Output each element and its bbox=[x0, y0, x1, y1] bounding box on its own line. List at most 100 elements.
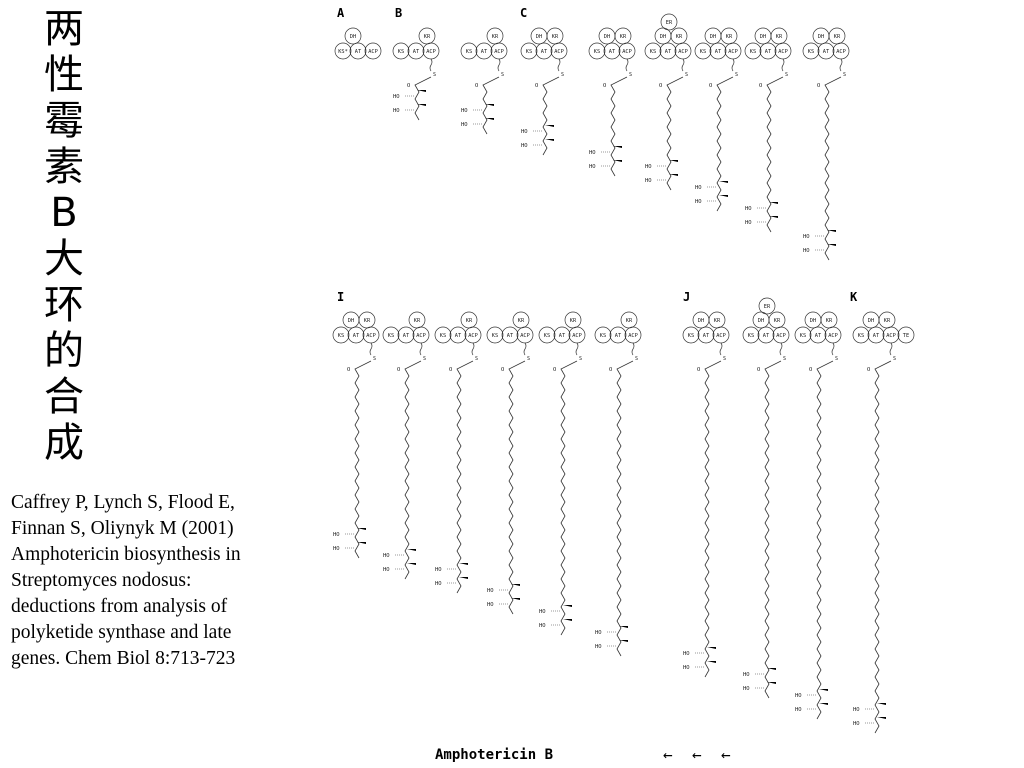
methyl-wedge bbox=[459, 577, 468, 579]
domain-circle bbox=[520, 42, 538, 60]
thioester-s-label: S bbox=[735, 72, 738, 78]
domain-circle bbox=[347, 326, 365, 344]
hydroxyl-label: HO bbox=[595, 644, 602, 650]
linker-arm bbox=[681, 58, 685, 72]
linker-arm bbox=[557, 58, 561, 72]
domain-label-at: AT bbox=[823, 49, 830, 55]
domain-circle bbox=[878, 311, 896, 329]
domain-label-ks: KS bbox=[544, 333, 550, 339]
methyl-wedge bbox=[357, 542, 366, 544]
carbonyl-o-label: O bbox=[817, 83, 820, 89]
methyl-wedge bbox=[669, 160, 678, 162]
hydroxyl-label: HO bbox=[435, 567, 442, 573]
domain-circle bbox=[382, 326, 400, 344]
domain-circle bbox=[897, 326, 915, 344]
hydroxyl-label: HO bbox=[853, 707, 860, 713]
methyl-wedge bbox=[511, 598, 520, 600]
thioester-s-label: S bbox=[501, 72, 504, 78]
methyl-wedge bbox=[511, 584, 520, 586]
domain-label-at: AT bbox=[541, 49, 548, 55]
chain-backbone bbox=[666, 76, 684, 191]
hydroxyl-label: HO bbox=[333, 546, 340, 552]
domain-circle bbox=[757, 326, 775, 344]
domain-circle bbox=[475, 42, 493, 60]
domain-circle bbox=[820, 311, 838, 329]
chain-backbone bbox=[414, 76, 432, 121]
domain-circle bbox=[794, 326, 812, 344]
domain-label-ks: KS bbox=[808, 49, 814, 55]
domain-circle bbox=[694, 42, 712, 60]
domain-circle bbox=[418, 27, 436, 45]
direction-arrow: ← bbox=[721, 745, 731, 764]
thioester-s-label: S bbox=[561, 72, 564, 78]
domain-label-dh: DH bbox=[758, 318, 764, 324]
methyl-wedge bbox=[357, 528, 366, 530]
hydroxyl-label: HO bbox=[745, 220, 752, 226]
hydroxyl-label: HO bbox=[461, 108, 468, 114]
domain-circle bbox=[392, 42, 410, 60]
citation-line: polyketide synthase and late bbox=[11, 622, 232, 643]
thioester-s-label: S bbox=[635, 356, 638, 362]
domain-label-ks: KS bbox=[466, 49, 472, 55]
domain-label-ks: KS* bbox=[338, 49, 348, 55]
methyl-wedge bbox=[719, 181, 728, 183]
linker-arm bbox=[731, 58, 735, 72]
domain-label-kr: KR bbox=[774, 318, 781, 324]
hydroxyl-label: HO bbox=[683, 651, 690, 657]
title-char: 合 bbox=[44, 374, 84, 420]
panel-label-a: A bbox=[337, 6, 345, 20]
chain-backbone bbox=[766, 76, 784, 233]
chain-backbone bbox=[616, 360, 634, 657]
citation-line: Amphotericin biosynthesis in bbox=[11, 544, 241, 565]
domain-label-kr: KR bbox=[884, 318, 891, 324]
citation-line: genes. Chem Biol 8:713-723 bbox=[11, 648, 236, 669]
citation-line: Streptomyces nodosus: bbox=[11, 570, 192, 591]
methyl-wedge bbox=[417, 104, 426, 106]
linker-arm bbox=[631, 342, 635, 356]
carbonyl-o-label: O bbox=[535, 83, 538, 89]
title-char: 素 bbox=[44, 144, 84, 190]
domain-label-acp: ACP bbox=[622, 49, 632, 55]
methyl-wedge bbox=[719, 195, 728, 197]
domain-label-at: AT bbox=[559, 333, 566, 339]
domain-label-acp: ACP bbox=[778, 49, 788, 55]
panel-label-j: J bbox=[683, 290, 690, 304]
hydroxyl-label: HO bbox=[589, 150, 596, 156]
domain-circle bbox=[364, 42, 382, 60]
domain-circle bbox=[742, 326, 760, 344]
carbonyl-o-label: O bbox=[347, 367, 350, 373]
domain-label-at: AT bbox=[455, 333, 462, 339]
domain-circle bbox=[660, 13, 678, 31]
domain-circle bbox=[659, 42, 677, 60]
hydroxyl-label: HO bbox=[803, 234, 810, 240]
panel-label-c: C bbox=[520, 6, 527, 20]
domain-circle bbox=[344, 27, 362, 45]
domain-label-dh: DH bbox=[536, 34, 542, 40]
methyl-wedge bbox=[613, 160, 622, 162]
hydroxyl-label: HO bbox=[743, 672, 750, 678]
domain-label-ks: KS bbox=[650, 49, 656, 55]
direction-arrow: ← bbox=[663, 745, 673, 764]
title-char: 成 bbox=[44, 420, 84, 466]
domain-label-te: TE bbox=[903, 333, 909, 339]
hydroxyl-label: HO bbox=[521, 143, 528, 149]
carbonyl-o-label: O bbox=[449, 367, 452, 373]
domain-circle bbox=[802, 42, 820, 60]
hydroxyl-label: HO bbox=[521, 129, 528, 135]
domain-label-acp: ACP bbox=[716, 333, 726, 339]
thioester-s-label: S bbox=[527, 356, 530, 362]
domain-circle bbox=[759, 42, 777, 60]
domain-circle bbox=[434, 326, 452, 344]
domain-circle bbox=[697, 326, 715, 344]
domain-circle bbox=[809, 326, 827, 344]
domain-label-ks: KS bbox=[700, 49, 706, 55]
chain-backbone bbox=[610, 76, 628, 177]
domain-label-dh: DH bbox=[710, 34, 716, 40]
hydroxyl-label: HO bbox=[393, 94, 400, 100]
methyl-wedge bbox=[459, 563, 468, 565]
carbonyl-o-label: O bbox=[475, 83, 478, 89]
domain-label-ks: KS bbox=[750, 49, 756, 55]
methyl-wedge bbox=[877, 703, 886, 705]
domain-label-ks: KS bbox=[492, 333, 498, 339]
thioester-s-label: S bbox=[783, 356, 786, 362]
